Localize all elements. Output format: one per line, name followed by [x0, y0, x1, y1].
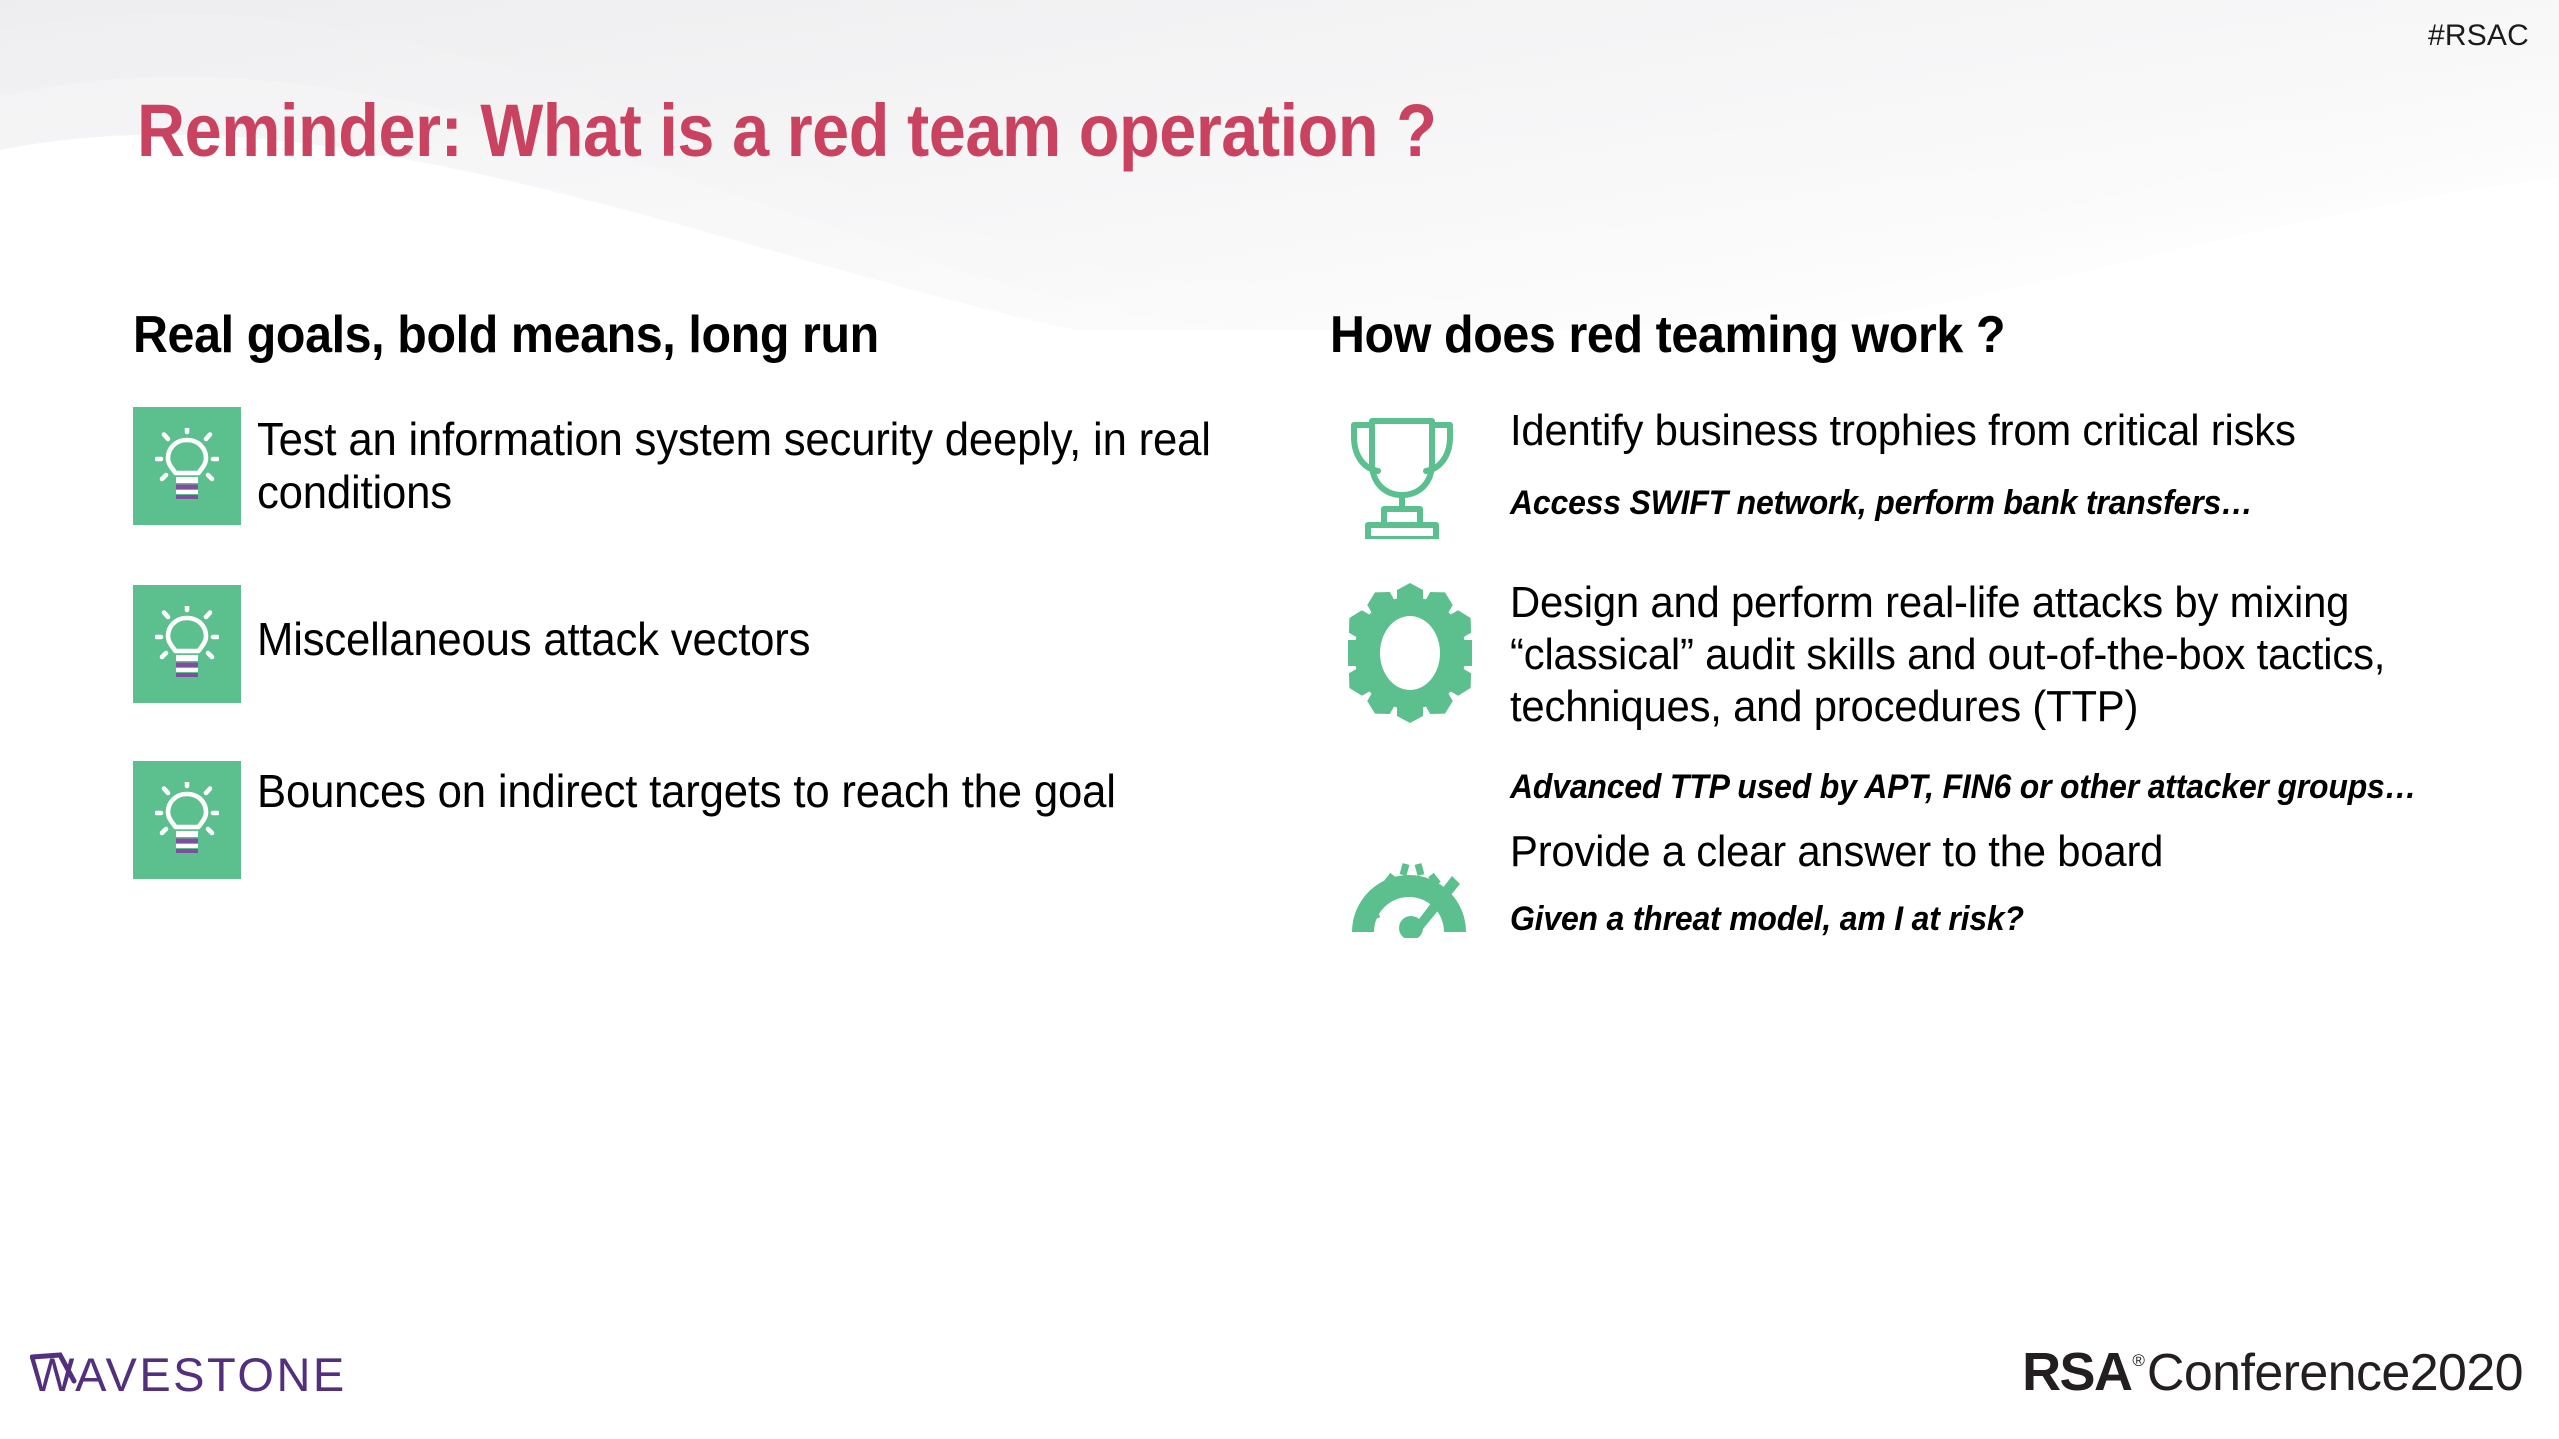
wavestone-logo: WAVESTONE — [30, 1348, 450, 1405]
list-item: Bounces on indirect targets to reach the… — [133, 761, 1283, 879]
right-column-heading: How does red teaming work ? — [1330, 306, 2006, 364]
lightbulb-glyph — [155, 428, 219, 499]
lightbulb-icon — [133, 761, 241, 879]
list-item-subtext: Given a threat model, am I at risk? — [1510, 900, 2024, 939]
list-item-label: Design and perform real-life attacks by … — [1510, 578, 2386, 731]
svg-text:WAVESTONE: WAVESTONE — [30, 1348, 347, 1401]
lightbulb-icon — [133, 585, 241, 703]
list-item-subtext: Access SWIFT network, perform bank trans… — [1510, 483, 2253, 522]
list-item: Design and perform real-life attacks by … — [1330, 577, 2530, 808]
left-column-heading: Real goals, bold means, long run — [133, 306, 879, 364]
page-title: Reminder: What is a red team operation ? — [137, 89, 1437, 172]
gauge-icon — [1330, 826, 1480, 938]
list-item: Provide a clear answer to the board Give… — [1330, 826, 2530, 941]
trophy-glyph — [1351, 418, 1453, 539]
rsac-hashtag: #RSAC — [2427, 19, 2529, 52]
gear-icon — [1330, 577, 1480, 723]
list-item-subtext: Advanced TTP used by APT, FIN6 or other … — [1510, 767, 2417, 806]
left-column: Real goals, bold means, long run — [133, 305, 1283, 879]
gear-glyph — [1348, 583, 1472, 723]
list-item-label: Miscellaneous attack vectors — [257, 613, 811, 665]
lightbulb-glyph — [155, 782, 219, 853]
trophy-icon — [1330, 405, 1480, 539]
lightbulb-glyph — [155, 606, 219, 677]
list-item: Test an information system security deep… — [133, 407, 1283, 525]
registered-icon: ® — [2132, 1351, 2145, 1370]
list-item-label: Bounces on indirect targets to reach the… — [257, 765, 1116, 817]
gauge-glyph — [1352, 862, 1466, 938]
right-column: How does red teaming work ? Identify bus… — [1330, 305, 2530, 940]
list-item-body: Provide a clear answer to the board Give… — [1480, 826, 2530, 941]
list-item-label: Test an information system security deep… — [257, 413, 1211, 519]
wavestone-wordmark: WAVESTONE — [30, 1348, 347, 1401]
list-item-body: Identify business trophies from critical… — [1480, 405, 2530, 524]
rsa-conference-text: Conference2020 — [2146, 1344, 2524, 1402]
rsa-conference-logo: RSA ® Conference2020 — [2022, 1341, 2523, 1403]
list-item: Identify business trophies from critical… — [1330, 405, 2530, 539]
rsa-mark-text: RSA — [2022, 1342, 2133, 1402]
list-item-body: Design and perform real-life attacks by … — [1480, 577, 2530, 808]
list-item-label: Provide a clear answer to the board — [1510, 826, 2164, 876]
list-item: Miscellaneous attack vectors — [133, 585, 1283, 703]
lightbulb-icon — [133, 407, 241, 525]
list-item-label: Identify business trophies from critical… — [1510, 406, 2296, 455]
